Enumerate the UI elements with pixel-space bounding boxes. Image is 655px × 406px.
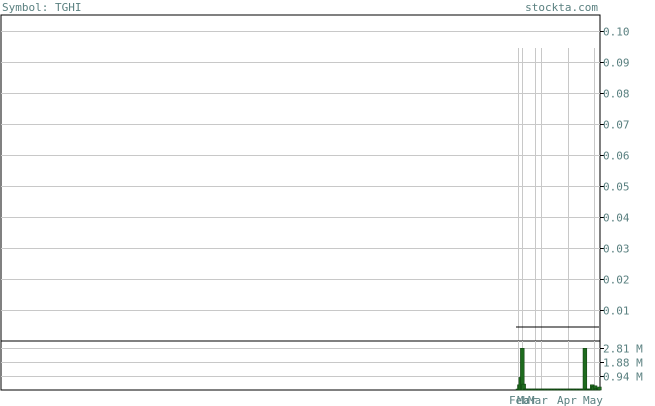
price-tick-label: 0.04 bbox=[603, 212, 630, 225]
volume-bar bbox=[597, 386, 602, 391]
price-tick-label: 0.06 bbox=[603, 150, 630, 163]
price-grid bbox=[1, 31, 600, 311]
x-tick-label: Mar bbox=[517, 394, 537, 406]
x-tick-label: Mar bbox=[528, 394, 548, 406]
price-tick-label: 0.09 bbox=[603, 57, 630, 70]
price-tick-label: 0.01 bbox=[603, 305, 630, 318]
brand-label: stockta.com bbox=[525, 1, 598, 14]
price-panel bbox=[0, 14, 601, 342]
volume-panel bbox=[0, 340, 601, 391]
price-tick-label: 0.07 bbox=[603, 119, 630, 132]
volume-tick-label: 0.94 M bbox=[603, 371, 643, 384]
price-tick-label: 0.10 bbox=[603, 26, 630, 39]
volume-bar bbox=[520, 348, 525, 391]
volume-y-ticks: 0.94 M1.88 M2.81 M bbox=[600, 343, 643, 384]
x-tick-label: May bbox=[583, 394, 603, 406]
price-month-gridlines bbox=[518, 48, 595, 341]
price-tick-label: 0.03 bbox=[603, 243, 630, 256]
price-tick-label: 0.05 bbox=[603, 181, 630, 194]
volume-bar bbox=[582, 348, 588, 391]
volume-grid bbox=[1, 348, 600, 377]
price-tick-label: 0.08 bbox=[603, 88, 630, 101]
symbol-label: Symbol: TGHI bbox=[2, 1, 81, 14]
price-tick-label: 0.02 bbox=[603, 274, 630, 287]
volume-month-gridlines bbox=[518, 341, 595, 390]
volume-tick-label: 1.88 M bbox=[603, 357, 643, 370]
price-y-ticks: 0.01 0.02 0.03 0.04 0.05 0.06 0.07 0.08 0.09 0.10 bbox=[600, 26, 630, 318]
x-tick-label: Feb bbox=[509, 394, 529, 406]
x-tick-label: Apr bbox=[557, 394, 577, 406]
volume-bars bbox=[515, 348, 602, 391]
volume-tick-label: 2.81 M bbox=[603, 343, 643, 356]
